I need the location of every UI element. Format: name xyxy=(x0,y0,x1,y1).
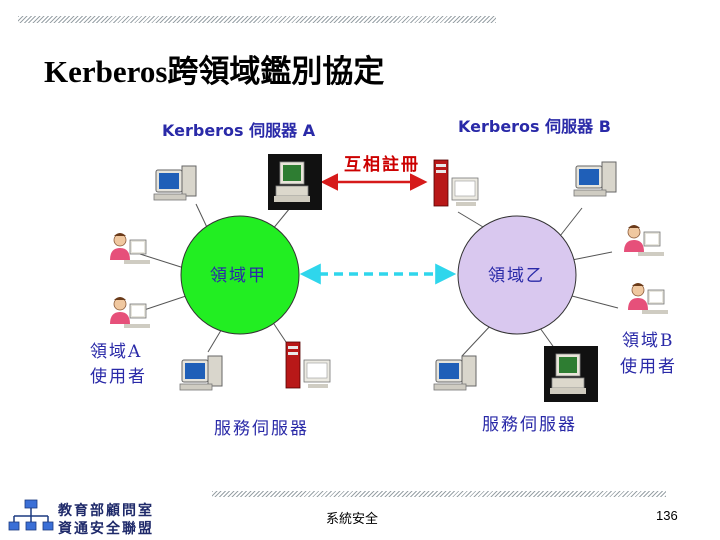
footer-course-title: 系統安全 xyxy=(326,511,379,526)
mutual-register-label: 互相註冊 xyxy=(344,154,420,175)
realm-b-workstation-icon xyxy=(573,161,617,197)
realm-b-user-icon-2 xyxy=(627,282,669,315)
org-name-line1: 教育部顧問室 xyxy=(58,503,154,519)
org-name-line2: 資通安全聯盟 xyxy=(58,521,154,537)
slide-title: Kerberos跨領域鑑別協定 xyxy=(44,54,385,89)
realm-b-connectors xyxy=(457,207,619,357)
service-server-a-label: 服務伺服器 xyxy=(214,419,309,439)
top-hatch-bar xyxy=(18,16,496,23)
realm-a-user-icon-2 xyxy=(109,296,151,329)
kerberos-server-a-icon xyxy=(267,153,323,211)
realm-a-circle xyxy=(180,215,300,335)
domain-a-label: 領域甲 xyxy=(210,266,267,286)
domain-b-label: 領域乙 xyxy=(488,266,545,286)
realm-b-desktop-icon xyxy=(433,355,477,391)
server-a-label: Kerberos 伺服器 A xyxy=(162,121,316,140)
server-b-label: Kerberos 伺服器 B xyxy=(458,117,611,136)
realm-b-user-icon-1 xyxy=(623,224,665,257)
service-server-b-label: 服務伺服器 xyxy=(482,415,577,435)
bottom-hatch-bar xyxy=(212,491,666,497)
users-b-label-line1: 領域B xyxy=(622,331,675,351)
realm-a-user-icon-1 xyxy=(109,232,151,265)
realm-a-desktop-icon xyxy=(179,355,223,391)
page-number: 136 xyxy=(656,508,678,523)
realm-b-circle xyxy=(457,215,577,335)
service-server-b-icon xyxy=(543,345,599,403)
kerberos-server-b-icon xyxy=(433,159,479,207)
users-a-label-line1: 領域A xyxy=(90,342,142,362)
realm-a-workstation-icon xyxy=(153,165,197,201)
users-b-label-line2: 使用者 xyxy=(620,356,677,377)
network-logo-icon xyxy=(8,499,54,531)
users-a-label-line2: 使用者 xyxy=(90,366,147,387)
service-server-a-icon xyxy=(285,341,331,389)
